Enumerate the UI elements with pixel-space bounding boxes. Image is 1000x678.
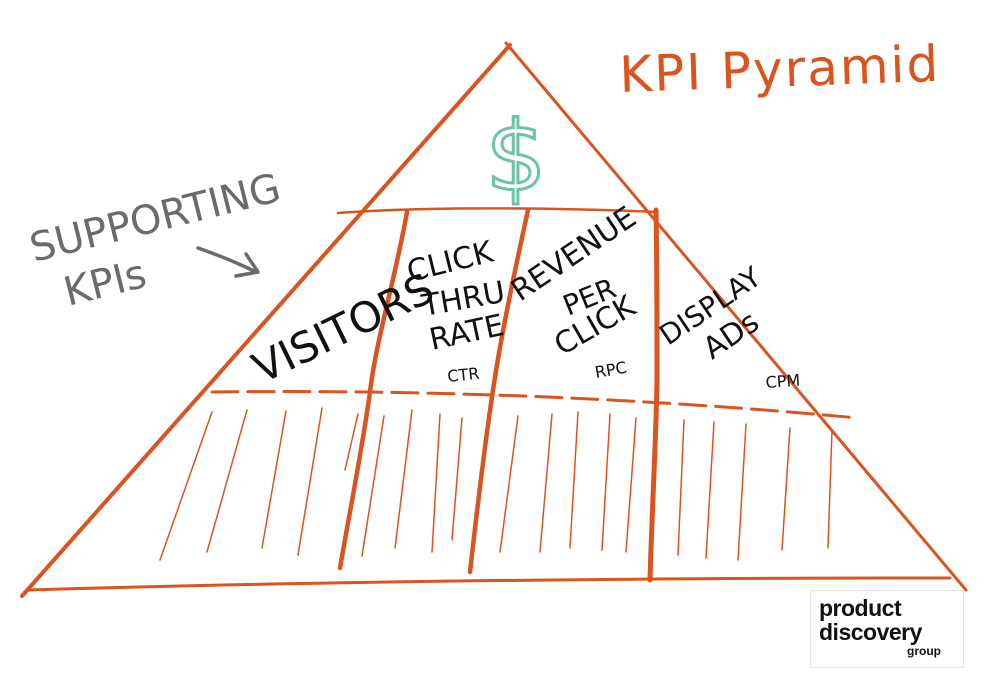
hatch-line: [394, 409, 413, 549]
logo-line-3: group: [907, 644, 941, 658]
product-discovery-group-logo: product discovery group: [810, 590, 964, 668]
hatch-line: [737, 423, 747, 561]
hatch-line: [677, 419, 685, 556]
segment-divider-2: [467, 207, 531, 575]
hatch-line: [431, 413, 441, 553]
pyramid-outline: [20, 41, 968, 598]
hatch-line: [451, 417, 463, 541]
logo-line-2: discovery: [819, 619, 922, 645]
supporting-kpis-annotation: SUPPORTING KPIs: [25, 165, 285, 316]
pyramid-right-edge: [504, 41, 968, 592]
arrow-icon: [196, 246, 260, 278]
hatch-line: [539, 413, 553, 553]
apex-divider-line: [336, 207, 658, 215]
diagram-title: KPI Pyramid: [618, 35, 941, 104]
hatch-line: [781, 427, 791, 551]
pyramid-base: [26, 576, 952, 592]
segment-display-ads: DISPLAY ADs CPM: [653, 260, 800, 392]
dollar-icon: $: [485, 101, 546, 213]
hatch-line: [261, 410, 287, 549]
hatch-line: [601, 413, 611, 551]
base-tier-hatching: [159, 407, 833, 561]
segment-ctr: CLICK THRU RATE CTR: [403, 234, 507, 386]
segment-divider-1: [337, 209, 410, 571]
mid-dashed-divider: [210, 390, 860, 420]
segment-rpc-abbr: RPC: [593, 358, 628, 382]
hatch-line: [297, 407, 323, 556]
hatch-line: [827, 429, 833, 549]
logo-line-1: product: [819, 595, 902, 621]
hatch-line: [705, 421, 715, 559]
hatch-line: [159, 411, 213, 561]
segment-ctr-abbr: CTR: [446, 364, 480, 386]
hatch-line: [206, 409, 248, 553]
hatch-line: [344, 413, 359, 471]
segment-display-abbr: CPM: [765, 371, 801, 392]
hatch-line: [569, 411, 579, 549]
segment-divider-3: [647, 207, 660, 583]
hatch-line: [499, 415, 519, 553]
hatch-line: [361, 415, 385, 557]
hatch-line: [625, 417, 637, 553]
pyramid-left-edge: [20, 43, 512, 598]
